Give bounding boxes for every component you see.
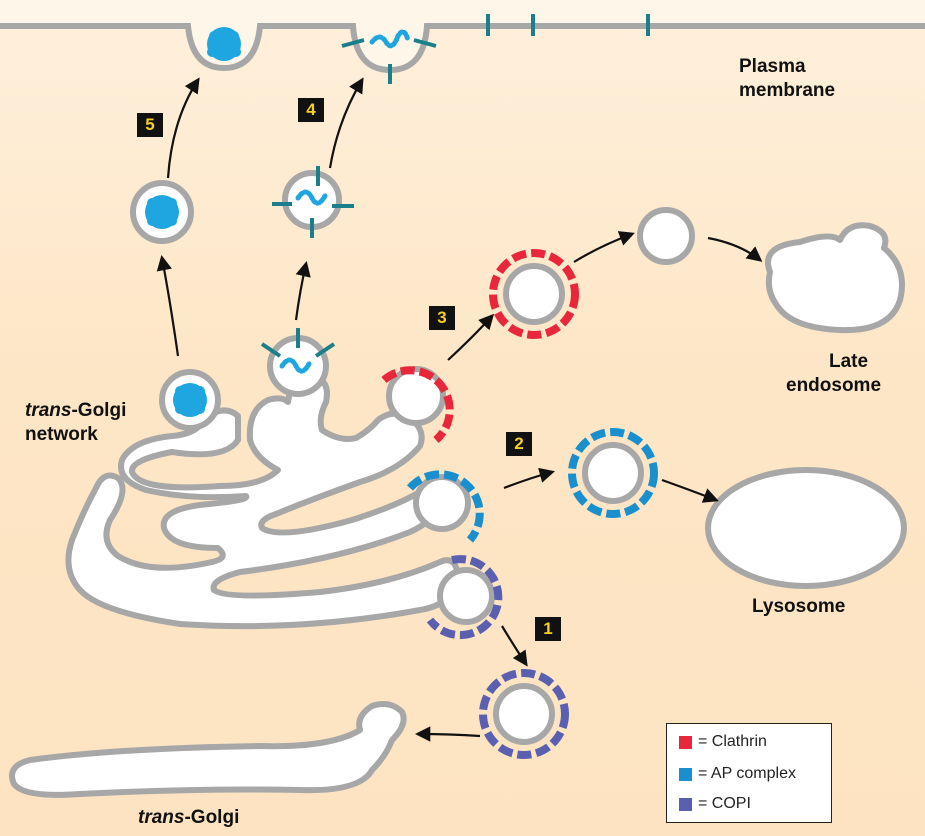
copi-swatch (679, 797, 692, 811)
ap-complex-swatch (679, 767, 692, 781)
lysosome-label: Lysosome (752, 596, 846, 617)
ap-bud (413, 474, 471, 532)
clathrin-vesicle (503, 263, 565, 325)
plasma-membrane-label: Plasma membrane (739, 56, 836, 101)
pathway-arrows (156, 77, 763, 742)
budding-cargo-chain (279, 357, 313, 374)
dense-cargo-fusing (207, 27, 241, 61)
budding-receptors (260, 328, 336, 358)
receptor-vesicle-cargo (295, 189, 329, 206)
lysosome (705, 467, 907, 589)
copi-bud (437, 567, 495, 625)
ap-bud-coat (406, 470, 484, 543)
legend-item-clathrin: = Clathrin (679, 732, 767, 752)
step-badge-1: 1 (535, 617, 561, 641)
step-badge-3: 3 (429, 306, 455, 330)
legend-item-copi: = COPI (679, 794, 751, 814)
receptor-vesicle-receptors (272, 166, 354, 238)
clathrin-vesicle-coat (489, 249, 579, 339)
legend-item-ap-complex: = AP complex (679, 764, 796, 784)
copi-vesicle-coat (479, 669, 569, 759)
trans-golgi-cisterna (9, 701, 407, 798)
trans-golgi-label: trans-Golgi (138, 807, 240, 828)
step-badge-5: 5 (137, 113, 163, 137)
uncoated-vesicle (637, 207, 695, 265)
copi-vesicle (493, 683, 555, 745)
ap-vesicle (582, 442, 644, 504)
copi-bud-coat (426, 555, 503, 640)
trans-golgi-network-label: trans-Golgi network (25, 400, 127, 445)
legend: = Clathrin = AP complex = COPI (666, 723, 832, 823)
trans-golgi-network (65, 372, 461, 630)
step-badge-4: 4 (298, 98, 324, 122)
clathrin-bud-coat (381, 366, 454, 444)
dense-vesicle-cargo (145, 195, 179, 229)
clathrin-bud (386, 366, 446, 426)
receptor-cargo-fusing (369, 29, 411, 49)
step-badge-2: 2 (506, 432, 532, 456)
clathrin-swatch (679, 735, 692, 749)
dense-cargo-budding (173, 383, 207, 417)
ap-vesicle-coat (568, 428, 658, 518)
late-endosome-label: Late endosome (786, 351, 882, 396)
late-endosome (765, 222, 905, 334)
